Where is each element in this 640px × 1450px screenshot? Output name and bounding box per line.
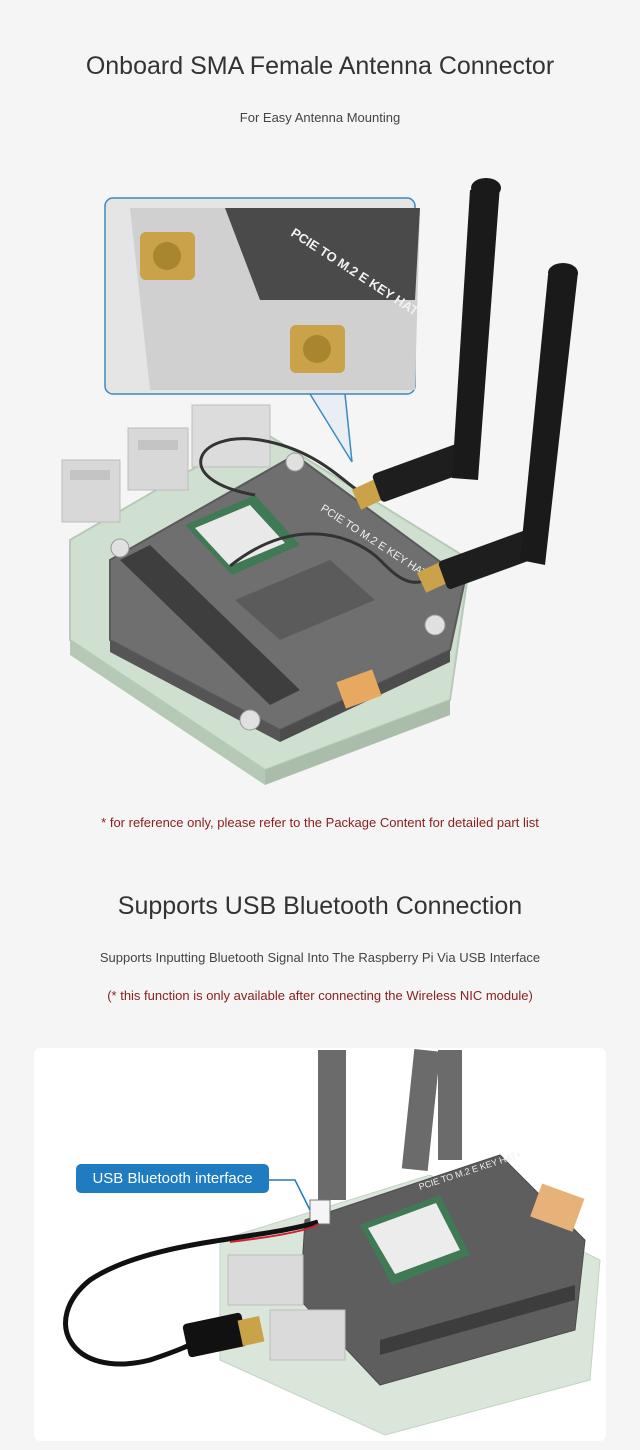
usb-cable [63, 1219, 319, 1367]
section1-title: Onboard SMA Female Antenna Connector [85, 52, 555, 80]
bt-usb-port-2 [269, 1309, 346, 1361]
callout-leader-line [269, 1179, 311, 1211]
bt-usb-port-1 [227, 1254, 304, 1306]
section1-footnote: * for reference only, please refer to th… [101, 815, 539, 830]
section1-subtitle: For Easy Antenna Mounting [239, 110, 401, 125]
usb-bluetooth-header [309, 1199, 331, 1225]
pigtail-cable-2 [229, 532, 431, 584]
wireless-nic-module [185, 495, 300, 575]
section2-title: Supports USB Bluetooth Connection [117, 892, 523, 920]
zoom-callout: PCIE TO M.2 E KEY HAT+ [104, 197, 428, 460]
usb-plug [182, 1312, 248, 1358]
section2-subtitle: Supports Inputting Bluetooth Signal Into… [99, 950, 541, 965]
antenna-2 [438, 263, 578, 590]
bt-antennas [318, 1048, 462, 1200]
usb-bluetooth-callout: USB Bluetooth interface [76, 1164, 269, 1193]
pigtail-cable-1 [199, 437, 366, 497]
bt-hat-board: PCIE TO M.2 E KEY HAT+ [299, 1149, 586, 1386]
antenna-1 [372, 178, 501, 502]
section2-note: (* this function is only available after… [107, 988, 533, 1003]
antenna-board-illustration: PCIE TO M.2 E KEY HAT+ PCIE TO M.2 E KEY… [61, 178, 578, 785]
